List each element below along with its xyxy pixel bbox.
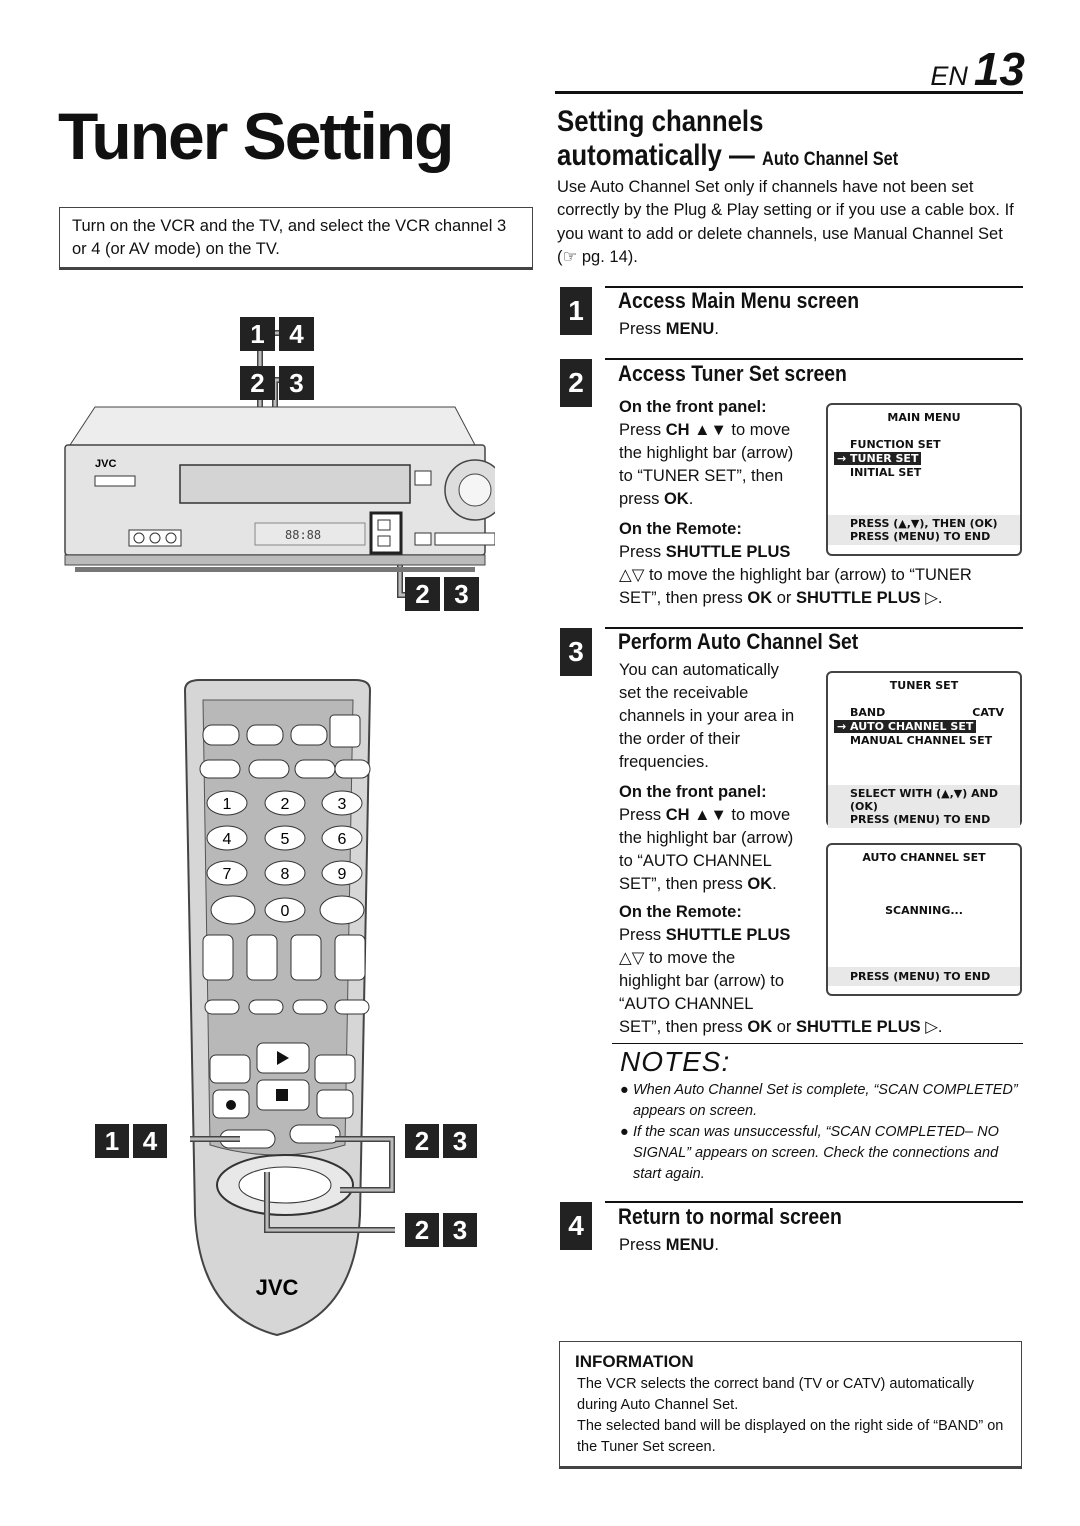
badge-1-4-remote: 1 4 [95, 1124, 167, 1158]
remote-key-8: 8 [281, 866, 290, 883]
step-3-remote: On the Remote: Press SHUTTLE PLUS △▽ to … [619, 903, 791, 1013]
vcr-illustration: 88:88 JVC [64, 330, 495, 598]
language-code: EN [930, 61, 968, 91]
section-subtitle: Auto Channel Set [762, 149, 899, 170]
step-3-number: 3 [560, 628, 592, 676]
page-title: Tuner Setting [58, 99, 454, 173]
step-2-remote-continued: △▽ to move the highlight bar (arrow) to … [619, 566, 972, 607]
note-item-1: ●When Auto Channel Set is complete, “SCA… [620, 1082, 1018, 1119]
step-2-title: Access Tuner Set screen [618, 361, 847, 386]
step-3-intro: You can automatically set the receivable… [619, 661, 795, 771]
remote-callout-lines [190, 1136, 395, 1233]
note-item-2: ●If the scan was unsuccessful, “SCAN COM… [620, 1124, 999, 1182]
remote-brand: JVC [256, 1275, 299, 1300]
osd-auto-status: SCANNING... [885, 904, 963, 917]
notes-rule [612, 1043, 1023, 1044]
badge-2-3-remote-a: 2 3 [405, 1124, 477, 1158]
svg-text:88:88: 88:88 [285, 528, 321, 542]
information-box [559, 1341, 1022, 1469]
osd-main-item3: INITIAL SET [850, 466, 922, 479]
osd-tuner-title: TUNER SET [889, 679, 959, 692]
step-2-rule [605, 358, 1023, 360]
remote-key-0: 0 [281, 903, 290, 920]
badge-2-3-remote-b: 2 3 [405, 1213, 477, 1247]
step-3-front-panel: On the front panel: Press CH ▲▼ to move … [619, 783, 794, 893]
section-title-line1: Setting channels [557, 105, 764, 138]
step-4-text: Press MENU. [619, 1236, 719, 1254]
remote-key-7: 7 [223, 866, 232, 883]
section-description: Use Auto Channel Set only if channels ha… [557, 178, 1014, 266]
remote-key-9: 9 [338, 866, 347, 883]
vcr-brand: JVC [95, 458, 116, 470]
step-2-remote: On the Remote: Press SHUTTLE PLUS [619, 520, 791, 561]
osd-auto-title: AUTO CHANNEL SET [862, 851, 986, 864]
step-1-rule [605, 286, 1023, 288]
remote-key-1: 1 [223, 796, 232, 813]
osd-auto-footer: PRESS (MENU) TO END [828, 967, 1020, 986]
section-title: Setting channels automatically — Auto Ch… [557, 105, 898, 177]
header-rule [555, 91, 1023, 94]
osd-main-footer: PRESS (▲,▼), THEN (OK) PRESS (MENU) TO E… [828, 515, 1020, 545]
remote-key-2: 2 [281, 796, 290, 813]
step-1-text: Press MENU. [619, 320, 719, 338]
step-1-number: 1 [560, 287, 592, 335]
remote-key-6: 6 [338, 831, 347, 848]
step-4-title: Return to normal screen [618, 1204, 842, 1229]
step-3-rule [605, 627, 1023, 629]
information-title: INFORMATION [575, 1352, 694, 1371]
badge-2-3-top: 2 3 [240, 366, 314, 400]
osd-main-title: MAIN MENU [887, 411, 961, 424]
osd-main-item2: → TUNER SET [834, 452, 1020, 465]
step-4-number: 4 [560, 1202, 592, 1250]
page-number-value: 13 [973, 43, 1025, 95]
section-title-line2: automatically — [557, 139, 755, 172]
information-body: The VCR selects the correct band (TV or … [577, 1376, 1004, 1455]
remote-key-5: 5 [281, 831, 290, 848]
badge-1-4-top: 1 4 [240, 317, 314, 351]
osd-tuner-item2: MANUAL CHANNEL SET [850, 734, 993, 747]
step-3-title: Perform Auto Channel Set [618, 629, 859, 654]
osd-tuner-footer: SELECT WITH (▲,▼) AND (OK) PRESS (MENU) … [828, 785, 1020, 828]
badge-2-3-vcr: 2 3 [405, 577, 479, 611]
osd-tuner-band-value: CATV [972, 706, 1004, 719]
remote-key-3: 3 [338, 796, 347, 813]
remote-key-4: 4 [223, 831, 232, 848]
step-3-remote-end: SET”, then press OK or SHUTTLE PLUS ▷. [619, 1018, 943, 1036]
notes-title: NOTES: [620, 1046, 731, 1077]
osd-tuner-item1: → AUTO CHANNEL SET [834, 720, 1020, 733]
intro-box: Turn on the VCR and the TV, and select t… [59, 207, 533, 270]
step-2-front-panel: On the front panel: Press CH ▲▼ to move … [619, 398, 794, 508]
step-4-rule [605, 1201, 1023, 1203]
remote-illustration: 1 2 3 4 5 6 7 8 9 0 JVC [183, 679, 372, 1337]
step-1-title: Access Main Menu screen [618, 288, 860, 313]
step-2-number: 2 [560, 359, 592, 407]
osd-main-item1: FUNCTION SET [850, 438, 941, 451]
osd-main-menu: MAIN MENU FUNCTION SET → TUNER SET INITI… [826, 403, 1022, 556]
osd-auto-channel-set: AUTO CHANNEL SET SCANNING... PRESS (MENU… [826, 843, 1022, 996]
